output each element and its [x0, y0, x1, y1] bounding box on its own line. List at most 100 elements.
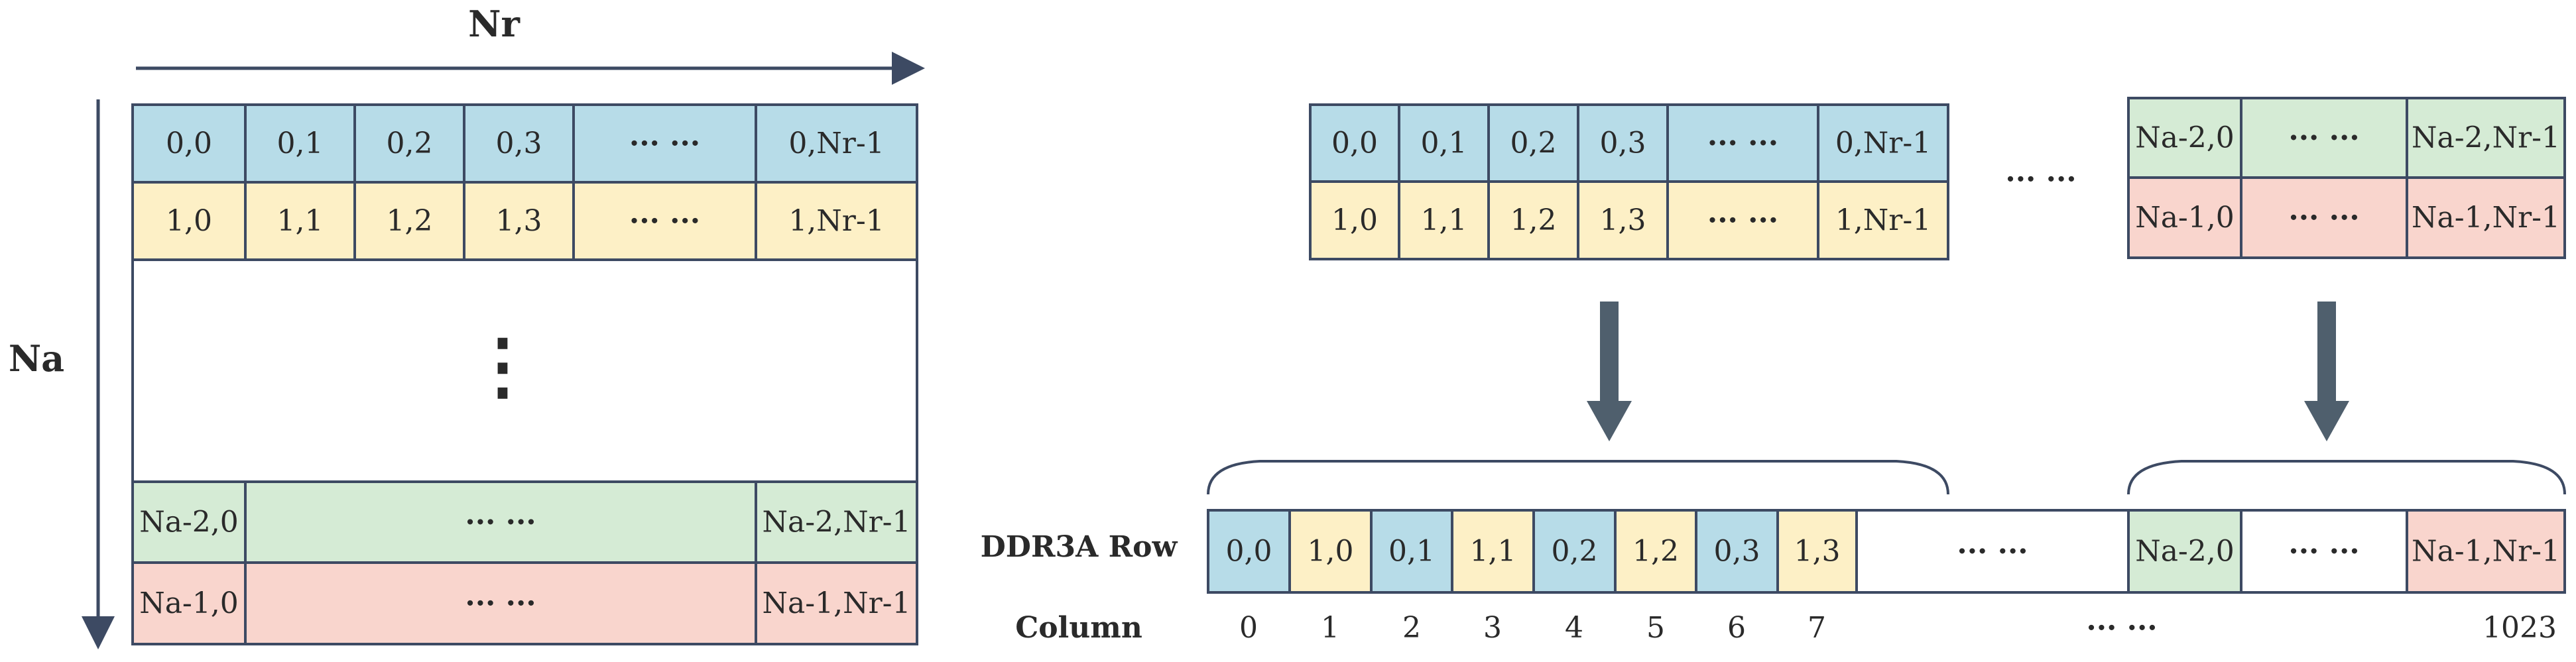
ddr-cell-3-box — [1451, 509, 1535, 594]
block-cell-na1-0-box — [2127, 176, 2242, 259]
ddr-cell-6-box — [1695, 509, 1779, 594]
ddr-cell-2-box — [1370, 509, 1453, 594]
column-index-7: 7 — [1808, 611, 1826, 645]
block-cell-r1-0: 1,0 — [1331, 203, 1378, 237]
block-cell-r0-1-box — [1398, 103, 1490, 183]
column-index-4: 4 — [1565, 611, 1583, 645]
block-cell-r0-4-box — [1666, 103, 1819, 183]
matrix-row-na-2: Na-2,0··· ···Na-2,Nr-1 — [131, 480, 918, 564]
block-cell-r0-0-box — [1309, 103, 1400, 183]
block-cell-na2-1-box — [2240, 97, 2408, 179]
block-cell-r1-0-box — [1309, 180, 1400, 260]
column-index-0: 0 — [1239, 611, 1258, 645]
column-index-1: 1 — [1321, 611, 1339, 645]
matrix-row-1: 1,0 1,1 1,2 1,3 ··· ··· 1,Nr-1 — [131, 181, 918, 261]
block-cell-na2-2: Na-2,Nr-1 — [2412, 121, 2560, 155]
column-index-9: 1023 — [2483, 611, 2557, 645]
block-cell-na1-2: Na-1,Nr-1 — [2412, 201, 2560, 235]
brace-left — [1207, 460, 1949, 495]
column-label: Column — [1015, 611, 1142, 645]
ddr-cell-0: 0,0 — [1226, 535, 1272, 569]
block-cell-r1-1-box — [1398, 180, 1490, 260]
matrix-cell-r1-3: 1,3 — [496, 204, 542, 238]
ddr-cell-2: 0,1 — [1388, 535, 1435, 569]
matrix-cell-na1-0: Na-1,0 — [139, 586, 239, 620]
ddr-cell-10: ··· ··· — [2288, 535, 2359, 569]
matrix-cell-r1-1-box — [244, 181, 356, 261]
ddr-cell-8: ··· ··· — [1957, 535, 2028, 569]
ddr-cell-7-box — [1776, 509, 1858, 594]
matrix-cell-r1-1: 1,1 — [277, 204, 324, 238]
block-cell-r1-3: 1,3 — [1600, 203, 1646, 237]
block-cell-r1-1: 1,1 — [1421, 203, 1467, 237]
ddr-cell-3: 1,1 — [1470, 535, 1516, 569]
na-axis-label: Na — [9, 337, 64, 380]
between-ellipsis: ··· ··· — [2005, 162, 2076, 196]
ddr-cell-1-box — [1288, 509, 1373, 594]
matrix-cell-r1-4: ··· ··· — [629, 204, 700, 238]
block-row-na-2: Na-2,0 ··· ··· Na-2,Nr-1 — [2127, 97, 2566, 179]
matrix-cell-r1-2-box — [353, 181, 465, 261]
block-cell-na1-0: Na-1,0 — [2135, 201, 2235, 235]
block-cell-r0-4: ··· ··· — [1707, 127, 1778, 160]
block-cell-r0-5-box — [1817, 103, 1949, 183]
matrix-cell-na2-2: Na-2,Nr-1 — [763, 506, 911, 539]
matrix-cell-na1-2: Na-1,Nr-1 — [763, 586, 911, 620]
matrix-cell-r1-0: 1,0 — [166, 204, 212, 238]
column-index-5: 5 — [1646, 611, 1665, 645]
matrix-cell-r1-5-box — [755, 181, 918, 261]
vertical-ellipsis: ⋮ — [466, 323, 539, 408]
matrix-cell-r1-2: 1,2 — [387, 204, 433, 238]
ddr-cell-7: 1,3 — [1794, 535, 1841, 569]
nr-axis-label: Nr — [468, 3, 520, 45]
column-index-2: 2 — [1402, 611, 1421, 645]
ddr-cell-6: 0,3 — [1714, 535, 1760, 569]
matrix-cell-na2-1: ··· ··· — [465, 506, 536, 539]
block-row-na-1: Na-1,0 ··· ··· Na-1,Nr-1 — [2127, 176, 2566, 259]
block-cell-na1-2-box — [2406, 176, 2566, 259]
ddr-cell-11-box — [2406, 509, 2566, 594]
matrix-cell-r0-2-box — [353, 103, 465, 184]
block-cell-r0-3-box — [1577, 103, 1669, 183]
block-cell-r1-2: 1,2 — [1510, 203, 1557, 237]
block-cell-na1-1-box — [2240, 176, 2408, 259]
ddr-cell-11: Na-1,Nr-1 — [2412, 535, 2560, 569]
brace-right — [2127, 460, 2566, 495]
matrix-cell-r0-4: ··· ··· — [629, 127, 700, 160]
ddr-cell-0-box — [1207, 509, 1291, 594]
ddr-cell-8-box — [1855, 509, 2130, 594]
matrix-cell-na2-1-box — [244, 480, 757, 564]
block-cell-r1-4-box — [1666, 180, 1819, 260]
block-cell-na2-1: ··· ··· — [2288, 121, 2359, 155]
matrix-cell-r0-5-box — [755, 103, 918, 184]
matrix-cell-r0-5: 0,Nr-1 — [788, 127, 884, 160]
matrix-cell-na2-0-box — [131, 480, 247, 564]
block-cell-r0-2: 0,2 — [1510, 127, 1557, 160]
column-index-6: 6 — [1727, 611, 1746, 645]
block-cell-r1-5-box — [1817, 180, 1949, 260]
block-cell-na2-2-box — [2406, 97, 2566, 179]
block-cell-na1-1: ··· ··· — [2288, 201, 2359, 235]
block-cell-na2-0: Na-2,0 — [2135, 121, 2235, 155]
matrix-cell-r0-1: 0,1 — [277, 127, 324, 160]
matrix-cell-r0-4-box — [572, 103, 757, 184]
down-arrow-right — [2304, 302, 2349, 441]
matrix-cell-r0-3: 0,3 — [496, 127, 542, 160]
down-arrow-left — [1587, 302, 1632, 441]
matrix-cell-r1-0-box — [131, 181, 247, 261]
block-cell-r0-0: 0,0 — [1331, 127, 1378, 160]
block-cell-r0-5: 0,Nr-1 — [1835, 127, 1931, 160]
ddr-cell-1: 1,0 — [1308, 535, 1354, 569]
matrix-cell-na1-1-box — [244, 561, 757, 645]
block-cell-r0-2-box — [1487, 103, 1579, 183]
block-cell-r0-1: 0,1 — [1421, 127, 1467, 160]
matrix-cell-r1-3-box — [463, 181, 575, 261]
matrix-cell-r1-4-box — [572, 181, 757, 261]
block-cell-r1-5: 1,Nr-1 — [1835, 203, 1931, 237]
matrix-cell-r1-5: 1,Nr-1 — [788, 204, 884, 238]
